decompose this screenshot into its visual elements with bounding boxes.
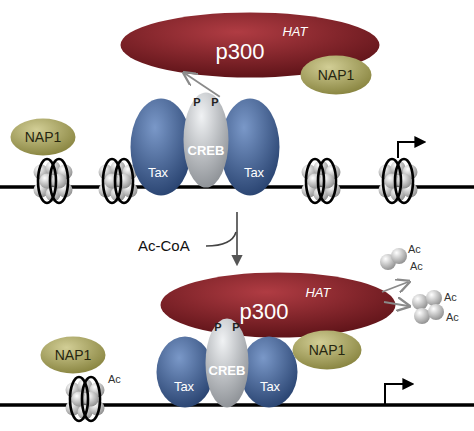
node-label: NAP1 xyxy=(25,130,62,144)
node-ellipse xyxy=(221,99,280,196)
protein-ellipse: Tax xyxy=(156,336,214,408)
node-label: Tax xyxy=(148,166,168,179)
node-ellipse xyxy=(41,337,106,374)
node-ellipse xyxy=(241,337,298,408)
node-label: CREB xyxy=(209,364,246,377)
transcription-start xyxy=(398,142,424,158)
histone-tetramer xyxy=(414,308,430,324)
histone-tetramer xyxy=(412,294,428,310)
node-ellipse xyxy=(184,93,229,188)
node-label: NAP1 xyxy=(55,348,92,362)
node-outline xyxy=(130,98,192,196)
node-label: Tax xyxy=(260,380,280,393)
node-ellipse xyxy=(301,56,372,95)
histone-dimer xyxy=(391,248,407,264)
node-label: P xyxy=(211,97,218,108)
protein-ellipse: Tax xyxy=(220,98,280,196)
node-label: Tax xyxy=(174,380,194,393)
node-label: p300 xyxy=(240,301,289,323)
node-ellipse xyxy=(157,337,214,408)
annotation-label: Ac xyxy=(108,374,121,385)
node-label: NAP1 xyxy=(318,68,355,82)
protein-ellipse: NAP1 xyxy=(292,330,362,370)
nucleosome xyxy=(379,159,418,203)
transcription-start xyxy=(385,384,412,405)
node-ellipse xyxy=(293,331,362,370)
node-label: NAP1 xyxy=(309,343,346,357)
node-ellipse xyxy=(161,273,396,338)
node-label: P xyxy=(232,322,239,333)
node-label: P xyxy=(214,322,221,333)
protein-ellipse: PP CREB xyxy=(205,318,249,408)
node-outline xyxy=(240,336,298,408)
protein-ellipse: Tax xyxy=(130,98,192,196)
protein-ellipse: p300 HAT xyxy=(160,272,396,338)
node-outline xyxy=(156,336,214,408)
protein-ellipse: NAP1 xyxy=(40,336,106,374)
node-outline xyxy=(183,92,229,188)
release-arrow xyxy=(382,282,408,292)
annotation-label: Ac xyxy=(444,292,457,303)
node-label: P xyxy=(193,97,200,108)
nucleosome xyxy=(302,159,341,203)
protein-ellipse: PP CREB xyxy=(183,92,229,188)
histone-tetramer xyxy=(428,304,444,320)
annotation-label: Ac xyxy=(410,261,423,272)
reaction-arrow xyxy=(206,232,236,246)
annotation-label: Ac xyxy=(408,244,421,255)
protein-ellipse: NAP1 xyxy=(10,118,76,156)
reaction-arrow xyxy=(236,212,238,264)
nucleosome xyxy=(66,377,105,421)
node-outline xyxy=(220,98,280,196)
node-ellipse xyxy=(131,99,192,196)
node-label: HAT xyxy=(305,286,330,299)
node-ellipse xyxy=(11,119,76,156)
annotation-label: Ac xyxy=(446,312,459,323)
protein-ellipse: NAP1 xyxy=(300,55,372,95)
node-ellipse xyxy=(206,319,249,408)
nucleosome xyxy=(99,159,138,203)
annotation-label: Ac-CoA xyxy=(138,238,190,253)
node-label: p300 xyxy=(216,41,265,63)
protein-ellipse: Tax xyxy=(240,336,298,408)
node-label: CREB xyxy=(188,144,225,157)
node-label: HAT xyxy=(282,25,307,38)
histone-tetramer xyxy=(426,290,442,306)
node-label: Tax xyxy=(244,166,264,179)
nucleosome xyxy=(34,159,73,203)
